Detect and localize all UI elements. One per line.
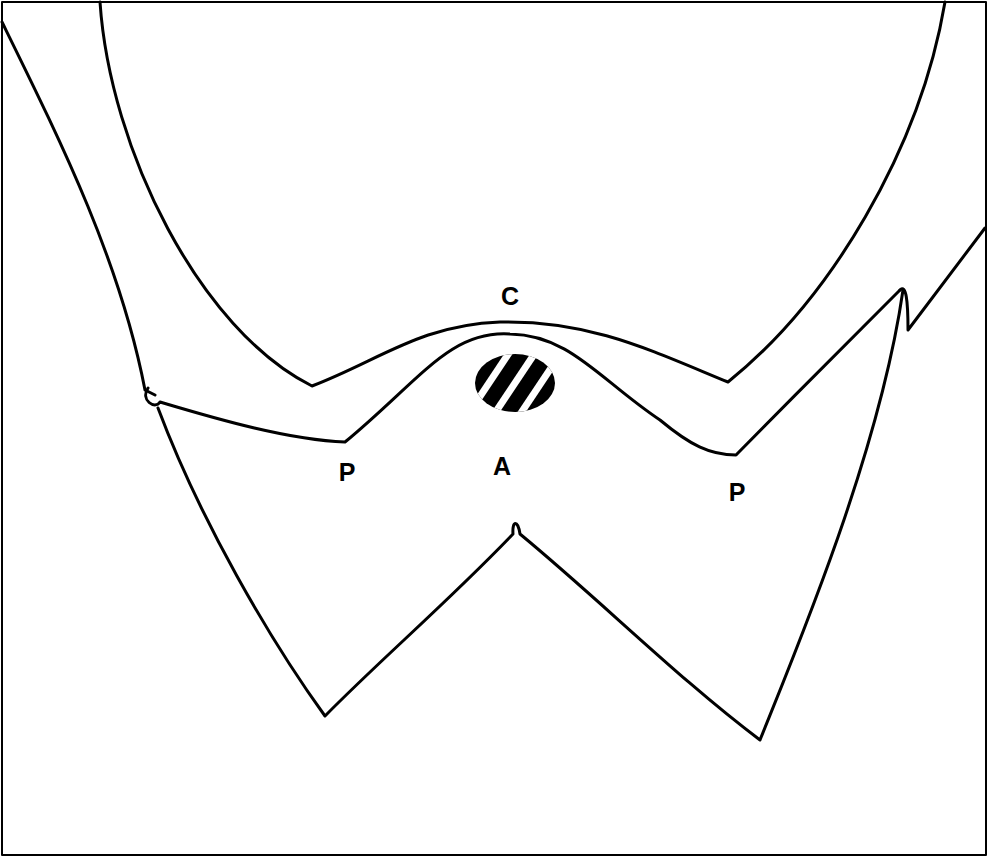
outer-left-outline: [2, 22, 155, 395]
hatch-stroke: [519, 350, 563, 416]
part-label: P: [729, 480, 746, 505]
hatched-mass: [441, 350, 589, 416]
upper-outline: [100, 2, 945, 386]
hatch-stroke: [545, 350, 589, 416]
lower-outline: [158, 290, 903, 740]
part-label: A: [493, 454, 511, 479]
hatch-stroke: [467, 350, 511, 416]
part-label: C: [501, 284, 519, 309]
hatch-stroke: [493, 350, 537, 416]
lower-band-edge: [146, 290, 900, 455]
hatch-stroke: [441, 350, 485, 416]
right-outline: [900, 228, 985, 330]
part-label: P: [339, 460, 356, 485]
